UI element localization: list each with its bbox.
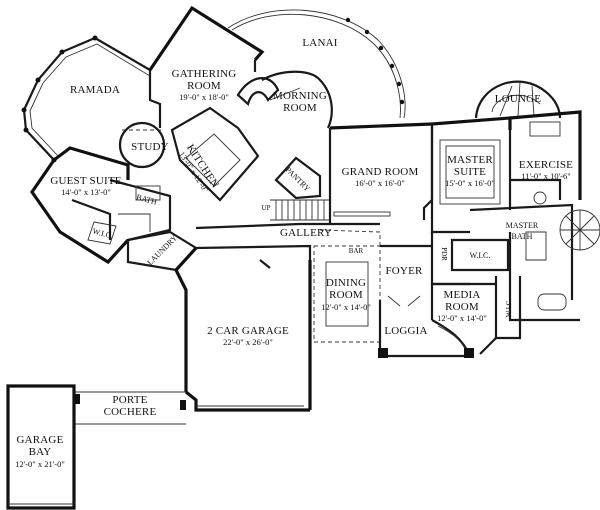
lanai-label: LANAI [302,37,337,49]
ramada-area [21,35,151,163]
gathering-room-label-2: ROOM [187,80,221,92]
lounge-walls [474,80,562,119]
laundry-label: LAUNDRY [145,233,179,267]
kitchen-walls [170,106,260,202]
garage-bay-walls [6,384,76,510]
dining-room-label: DINING [326,277,366,289]
pdr-label: PDR [440,247,448,261]
media-room-label: MEDIA [443,289,480,301]
morning-room-walls [261,70,333,129]
foyer-label: FOYER [385,265,423,277]
garage-bay-dims: 12'-0" x 21'-0" [15,459,65,469]
master-bath-walls [469,203,600,322]
master-suite-label: MASTER [447,154,493,166]
media-room-label-2: ROOM [445,301,479,313]
grand-room-dims: 16'-0" x 16'-0" [355,178,405,188]
master-suite-label-2: SUITE [454,166,486,178]
ramada-label: RAMADA [70,84,120,96]
stair-up-label: UP [262,204,271,212]
master-wic-label: W.I.C. [470,251,491,260]
pantry-walls [270,156,331,221]
guest-suite-dims: 14'-0" x 13'-0" [61,187,111,197]
gathering-room-label: GATHERING [172,68,237,80]
room-labels: LANAI RAMADA GATHERING ROOM 19'-0" x 18'… [15,37,573,469]
porte-cochere-label-2: COCHERE [104,406,157,418]
morning-room-label: MORNING [273,90,327,102]
lanai-columns [345,17,405,105]
guest-bath-label: BATH [135,193,158,207]
master-suite-dims: 15'-0" x 16'-0" [445,178,495,188]
gallery-walls [195,222,381,260]
loggia-label: LOGGIA [384,325,427,337]
garage-dims: 22'-0" x 26'-0" [223,337,273,347]
garage-bay-label: GARAGE [16,434,63,446]
foyer-walls [378,244,434,320]
porte-cochere-outline [74,391,186,425]
gathering-room-dims: 19'-0" x 18'-0" [179,92,229,102]
exercise-label: EXERCISE [519,159,573,171]
garage-walls [174,246,312,412]
dining-room-label-2: ROOM [329,289,363,301]
dining-room-dims: 12'-0" x 14'-0" [321,302,371,312]
garage-bay-label-2: BAY [29,446,52,458]
guest-suite-label: GUEST SUITE [50,175,121,187]
loggia-walls [378,320,474,358]
porte-cochere-label: PORTE [112,394,147,406]
exercise-walls [509,110,582,205]
gathering-room-walls [148,5,280,128]
study-walls [118,121,166,169]
lounge-label: LOUNGE [495,93,541,105]
gallery-label: GALLERY [280,227,332,239]
study-label: STUDY [131,141,169,153]
pantry-label: PANTRY [284,165,312,193]
media-room-dims: 12'-0" x 14'-0" [437,313,487,323]
master-bath-label-2: BATH [512,232,533,241]
master-wic-2-label: W.I.C. [505,299,513,317]
grand-room-label: GRAND ROOM [342,166,419,178]
exercise-dims: 11'-0" x 10'-6" [521,171,570,181]
lanai-area [227,9,406,119]
guest-suite-walls [30,146,130,265]
morning-room-label-2: ROOM [283,102,317,114]
bar-label: BAR [349,247,364,255]
garage-label: 2 CAR GARAGE [207,325,289,337]
master-bath-label: MASTER [506,221,539,230]
